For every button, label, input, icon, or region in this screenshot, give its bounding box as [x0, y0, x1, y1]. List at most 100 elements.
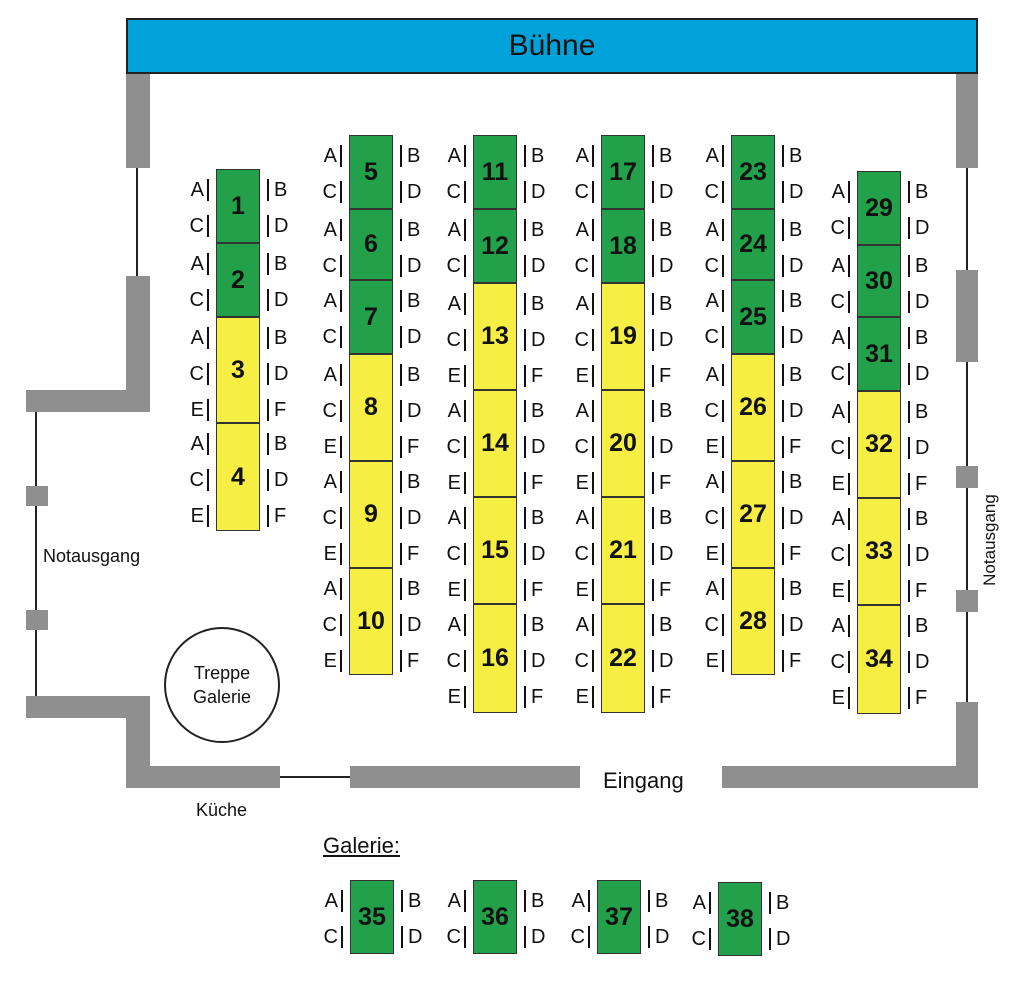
seat-13-c[interactable]: C — [446, 329, 461, 351]
table-32[interactable]: 32 — [857, 391, 901, 498]
seat-17-b[interactable]: B — [659, 145, 673, 167]
table-8[interactable]: 8 — [349, 354, 393, 461]
seat-36-a[interactable]: A — [447, 890, 461, 912]
seat-18-d[interactable]: D — [659, 255, 674, 277]
seat-18-a[interactable]: A — [575, 219, 589, 241]
table-3[interactable]: 3 — [216, 317, 260, 423]
seat-15-f[interactable]: F — [531, 579, 544, 601]
seat-31-a[interactable]: A — [831, 327, 845, 349]
seat-36-d[interactable]: D — [531, 926, 546, 948]
seat-28-e[interactable]: E — [705, 650, 719, 672]
seat-30-a[interactable]: A — [831, 255, 845, 277]
seat-9-b[interactable]: B — [407, 471, 421, 493]
seat-24-a[interactable]: A — [705, 219, 719, 241]
seat-38-d[interactable]: D — [776, 928, 791, 950]
seat-5-d[interactable]: D — [407, 181, 422, 203]
seat-16-d[interactable]: D — [531, 650, 546, 672]
table-20[interactable]: 20 — [601, 390, 645, 497]
seat-31-c[interactable]: C — [830, 363, 845, 385]
seat-31-d[interactable]: D — [915, 363, 930, 385]
seat-16-b[interactable]: B — [531, 614, 545, 636]
seat-19-a[interactable]: A — [575, 293, 589, 315]
seat-3-f[interactable]: F — [274, 399, 287, 421]
seat-8-a[interactable]: A — [323, 364, 337, 386]
seat-32-e[interactable]: E — [831, 473, 845, 495]
table-24[interactable]: 24 — [731, 209, 775, 280]
seat-8-d[interactable]: D — [407, 400, 422, 422]
seat-28-b[interactable]: B — [789, 578, 803, 600]
seat-1-b[interactable]: B — [274, 179, 288, 201]
seat-18-c[interactable]: C — [574, 255, 589, 277]
table-23[interactable]: 23 — [731, 135, 775, 209]
table-21[interactable]: 21 — [601, 497, 645, 604]
seat-26-e[interactable]: E — [705, 436, 719, 458]
table-30[interactable]: 30 — [857, 245, 901, 317]
seat-29-d[interactable]: D — [915, 217, 930, 239]
seat-33-f[interactable]: F — [915, 580, 928, 602]
seat-10-d[interactable]: D — [407, 614, 422, 636]
seat-37-b[interactable]: B — [655, 890, 669, 912]
seat-14-a[interactable]: A — [447, 400, 461, 422]
seat-26-f[interactable]: F — [789, 436, 802, 458]
seat-21-c[interactable]: C — [574, 543, 589, 565]
table-27[interactable]: 27 — [731, 461, 775, 568]
seat-20-d[interactable]: D — [659, 436, 674, 458]
seat-2-a[interactable]: A — [190, 253, 204, 275]
table-37[interactable]: 37 — [597, 880, 641, 954]
table-34[interactable]: 34 — [857, 605, 901, 714]
seat-35-c[interactable]: C — [323, 926, 338, 948]
seat-35-d[interactable]: D — [408, 926, 423, 948]
seat-11-c[interactable]: C — [446, 181, 461, 203]
seat-25-b[interactable]: B — [789, 290, 803, 312]
seat-21-b[interactable]: B — [659, 507, 673, 529]
seat-27-a[interactable]: A — [705, 471, 719, 493]
table-12[interactable]: 12 — [473, 209, 517, 283]
seat-22-a[interactable]: A — [575, 614, 589, 636]
seat-1-a[interactable]: A — [190, 179, 204, 201]
seat-6-a[interactable]: A — [323, 219, 337, 241]
seat-15-d[interactable]: D — [531, 543, 546, 565]
seat-12-a[interactable]: A — [447, 219, 461, 241]
seat-27-d[interactable]: D — [789, 507, 804, 529]
table-28[interactable]: 28 — [731, 568, 775, 675]
seat-15-a[interactable]: A — [447, 507, 461, 529]
seat-34-b[interactable]: B — [915, 615, 929, 637]
seat-28-c[interactable]: C — [704, 614, 719, 636]
seat-23-d[interactable]: D — [789, 181, 804, 203]
seat-5-c[interactable]: C — [322, 181, 337, 203]
seat-34-e[interactable]: E — [831, 687, 845, 709]
seat-10-c[interactable]: C — [322, 614, 337, 636]
table-1[interactable]: 1 — [216, 169, 260, 243]
seat-38-a[interactable]: A — [692, 892, 706, 914]
seat-27-c[interactable]: C — [704, 507, 719, 529]
seat-12-b[interactable]: B — [531, 219, 545, 241]
seat-31-b[interactable]: B — [915, 327, 929, 349]
seat-2-b[interactable]: B — [274, 253, 288, 275]
seat-16-f[interactable]: F — [531, 686, 544, 708]
seat-36-c[interactable]: C — [446, 926, 461, 948]
seat-8-c[interactable]: C — [322, 400, 337, 422]
seat-10-a[interactable]: A — [323, 578, 337, 600]
seat-19-c[interactable]: C — [574, 329, 589, 351]
seat-22-b[interactable]: B — [659, 614, 673, 636]
table-18[interactable]: 18 — [601, 209, 645, 283]
seat-34-d[interactable]: D — [915, 651, 930, 673]
seat-3-e[interactable]: E — [190, 399, 204, 421]
table-5[interactable]: 5 — [349, 135, 393, 209]
table-10[interactable]: 10 — [349, 568, 393, 675]
seat-22-d[interactable]: D — [659, 650, 674, 672]
seat-30-d[interactable]: D — [915, 291, 930, 313]
seat-16-c[interactable]: C — [446, 650, 461, 672]
seat-9-d[interactable]: D — [407, 507, 422, 529]
seat-3-a[interactable]: A — [190, 327, 204, 349]
seat-26-d[interactable]: D — [789, 400, 804, 422]
table-35[interactable]: 35 — [350, 880, 394, 954]
seat-9-f[interactable]: F — [407, 543, 420, 565]
seat-5-a[interactable]: A — [323, 145, 337, 167]
seat-13-d[interactable]: D — [531, 329, 546, 351]
seat-27-e[interactable]: E — [705, 543, 719, 565]
seat-32-b[interactable]: B — [915, 401, 929, 423]
seat-6-b[interactable]: B — [407, 219, 421, 241]
table-17[interactable]: 17 — [601, 135, 645, 209]
table-13[interactable]: 13 — [473, 283, 517, 390]
